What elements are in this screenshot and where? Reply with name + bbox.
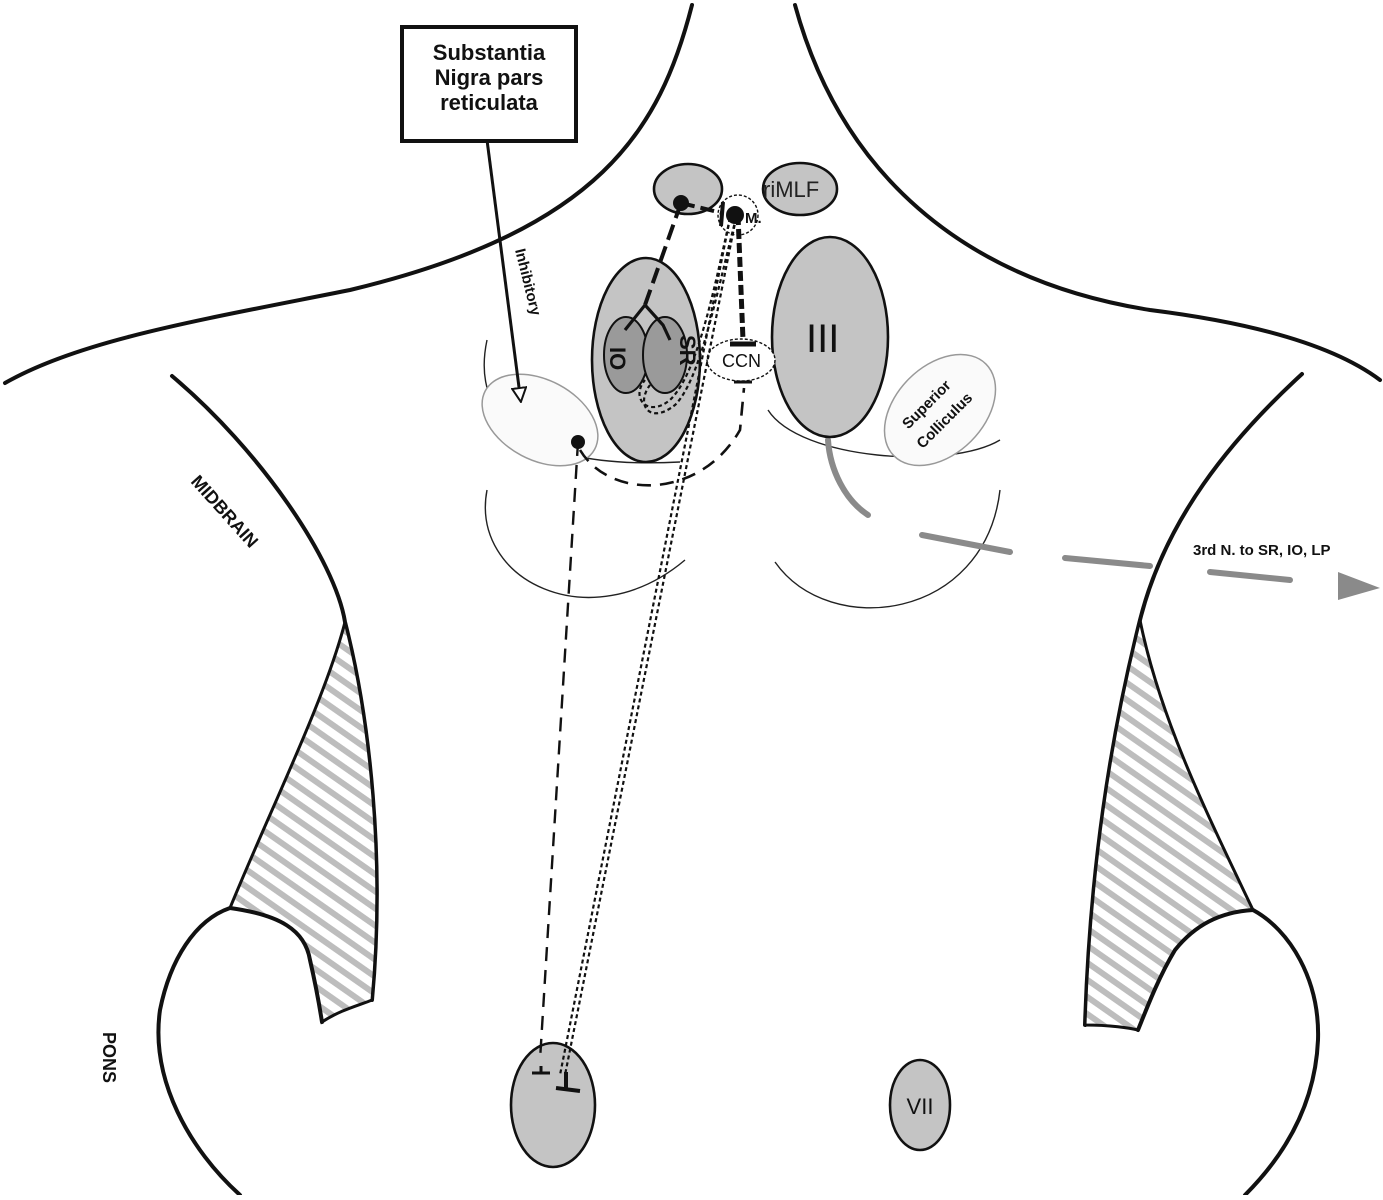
seventh-nucleus-label: VII (907, 1094, 934, 1119)
left-lower-arc (484, 489, 686, 599)
right-lower-arc (774, 489, 1001, 609)
m-to-abducens-projection-b (558, 217, 732, 1076)
io-label: IO (605, 347, 630, 370)
right-striped-tract (1083, 619, 1256, 1032)
m-label: M. (745, 210, 762, 227)
snpr-soma (571, 435, 585, 449)
sr-label: SR (675, 335, 700, 366)
oculomotor-nucleus-III (770, 235, 890, 439)
snpr-label-line2: Nigra pars (435, 65, 544, 90)
pons-label: PONS (99, 1032, 119, 1083)
snpr-label-line1: Substantia (433, 40, 546, 65)
riMLF-left-nucleus (652, 162, 724, 216)
m-to-abducens-projection-a (563, 217, 738, 1076)
m-to-io-sr-loop-b (638, 217, 732, 408)
sr-subnucleus (642, 316, 688, 394)
ccn-label: CCN (722, 351, 761, 371)
rimlf-to-m-terminal (719, 201, 725, 227)
rimlf-soma (673, 195, 689, 211)
third-nucleus-label: III (806, 317, 839, 361)
left-striped-tract (227, 621, 379, 1025)
pons-left-lobe (156, 906, 324, 1197)
third-nerve-label: 3rd N. to SR, IO, LP (1193, 542, 1331, 559)
m-to-ccn-projection (735, 214, 746, 341)
snpr-to-ccn-projection (578, 387, 746, 487)
riMLF-nucleus (761, 161, 839, 217)
abducens-nucleus (509, 1041, 597, 1169)
third-nerve-path (825, 437, 871, 518)
snpr-box (400, 25, 578, 143)
inhibitory-label: Inhibitory (511, 247, 544, 318)
io-sr-fork (623, 303, 672, 341)
ccn-circle (706, 338, 776, 382)
snpr-inhibitory-arrow (485, 139, 520, 395)
snpr-to-abducens-projection (538, 441, 580, 1061)
midbrain-upper-left-outline (3, 3, 694, 385)
facial-nucleus-VII (888, 1058, 952, 1152)
snpr-label-line3: reticulata (440, 90, 539, 115)
rimlf-label: riMLF (763, 177, 819, 202)
pons-right-lobe (1136, 908, 1321, 1197)
third-nerve-arrowhead (1338, 572, 1380, 600)
abducens-terminal (555, 1072, 581, 1093)
midbrain-upper-right-outline (793, 3, 1382, 382)
rimlf-to-io-sr-projection (643, 202, 683, 306)
right-upper-arc (767, 409, 1001, 458)
snpr-to-abducens-terminal (532, 1066, 550, 1075)
superior-colliculus (883, 353, 997, 467)
m-soma (726, 206, 744, 224)
third-nerve-dashes (919, 532, 1293, 583)
midbrain-label: MIDBRAIN (187, 471, 262, 551)
